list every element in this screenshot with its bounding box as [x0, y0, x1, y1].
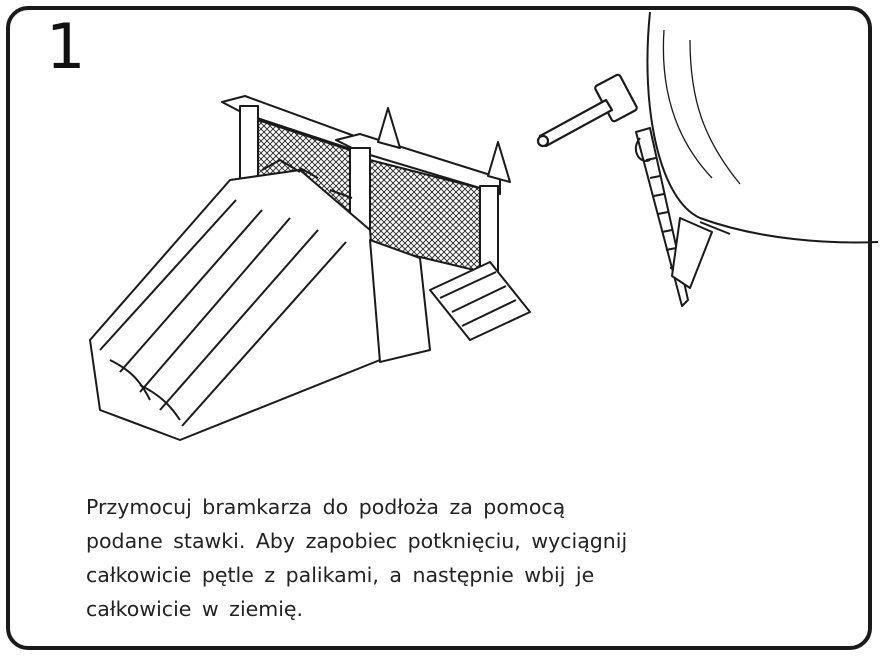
instruction-line: całkowicie w ziemię. — [86, 592, 786, 626]
instruction-line: podane stawki. Aby zapobiec potknięciu, … — [86, 524, 786, 558]
inflatable-castle-slide — [90, 96, 530, 440]
instruction-line: Przymocuj bramkarza do podłoża za pomocą — [86, 490, 786, 524]
instruction-text: Przymocuj bramkarza do podłoża za pomocą… — [86, 490, 786, 626]
inflatable-wall — [647, 12, 878, 242]
ground-stake-icon — [636, 128, 712, 306]
hammer-icon — [538, 74, 638, 146]
illustration — [0, 0, 884, 470]
instruction-line: całkowicie pętle z palikami, a następnie… — [86, 558, 786, 592]
